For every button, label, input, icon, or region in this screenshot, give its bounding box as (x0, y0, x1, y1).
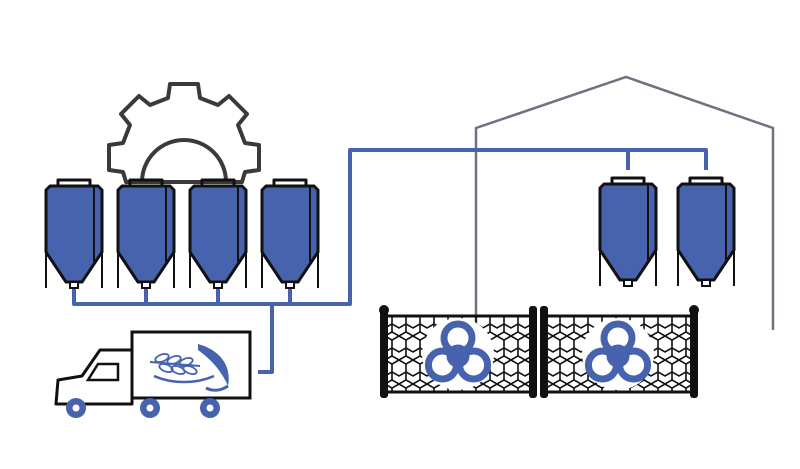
fermentation-tank-icon (44, 178, 104, 290)
biohazard-icon (582, 318, 654, 390)
fermentation-tank-icon (188, 178, 248, 290)
fermentation-tank-icon (116, 178, 176, 290)
fermentation-tank-icon (260, 178, 320, 290)
truck-feed-pipe (258, 304, 274, 374)
gear-icon (107, 82, 261, 184)
warehouse-tanks (598, 176, 736, 288)
main-pipe (72, 148, 708, 306)
wheat-logo-icon (149, 344, 229, 392)
fermentation-tank-icon (676, 176, 736, 288)
production-tanks (44, 178, 320, 290)
biohazard-icon (422, 318, 494, 390)
fermentation-tank-icon (598, 176, 658, 288)
delivery-truck-icon (54, 330, 252, 418)
warehouse-outline-icon (474, 75, 775, 330)
